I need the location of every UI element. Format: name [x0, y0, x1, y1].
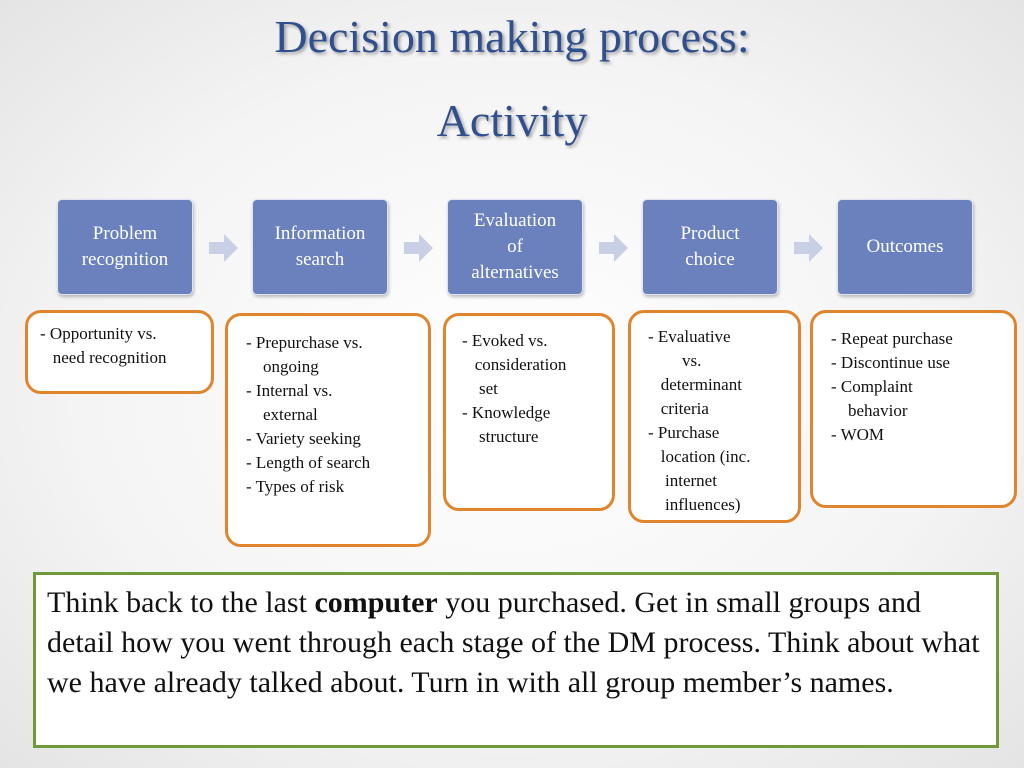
instructions-emphasis: computer	[314, 586, 438, 619]
slide-title-line-2: Activity	[436, 95, 588, 146]
detail-information-search: - Prepurchase vs. ongoing - Internal vs.…	[225, 313, 431, 547]
stage-information-search: Information search	[252, 199, 388, 295]
arrow-right-icon	[599, 234, 628, 262]
arrow-right-icon	[404, 234, 433, 262]
detail-problem-recognition: - Opportunity vs. need recognition	[25, 310, 214, 394]
stage-product-choice: Product choice	[642, 199, 778, 295]
stage-problem-recognition: Problem recognition	[57, 199, 193, 295]
stage-outcomes: Outcomes	[837, 199, 973, 295]
arrow-right-icon	[794, 234, 823, 262]
instructions-text-start: Think back to the last	[47, 586, 315, 619]
stage-evaluation-of-alternatives: Evaluation of alternatives	[447, 199, 583, 295]
arrow-right-icon	[209, 234, 238, 262]
detail-outcomes: - Repeat purchase - Discontinue use - Co…	[810, 310, 1017, 508]
slide-title-line-1: Decision making process:	[274, 11, 750, 62]
detail-evaluation-of-alternatives: - Evoked vs. consideration set - Knowled…	[443, 313, 615, 511]
detail-product-choice: - Evaluative vs. determinant criteria - …	[628, 310, 801, 523]
activity-instructions: Think back to the last computer you purc…	[33, 572, 999, 748]
instructions-text-end: you purchased. Get in small groups and d…	[47, 586, 980, 699]
